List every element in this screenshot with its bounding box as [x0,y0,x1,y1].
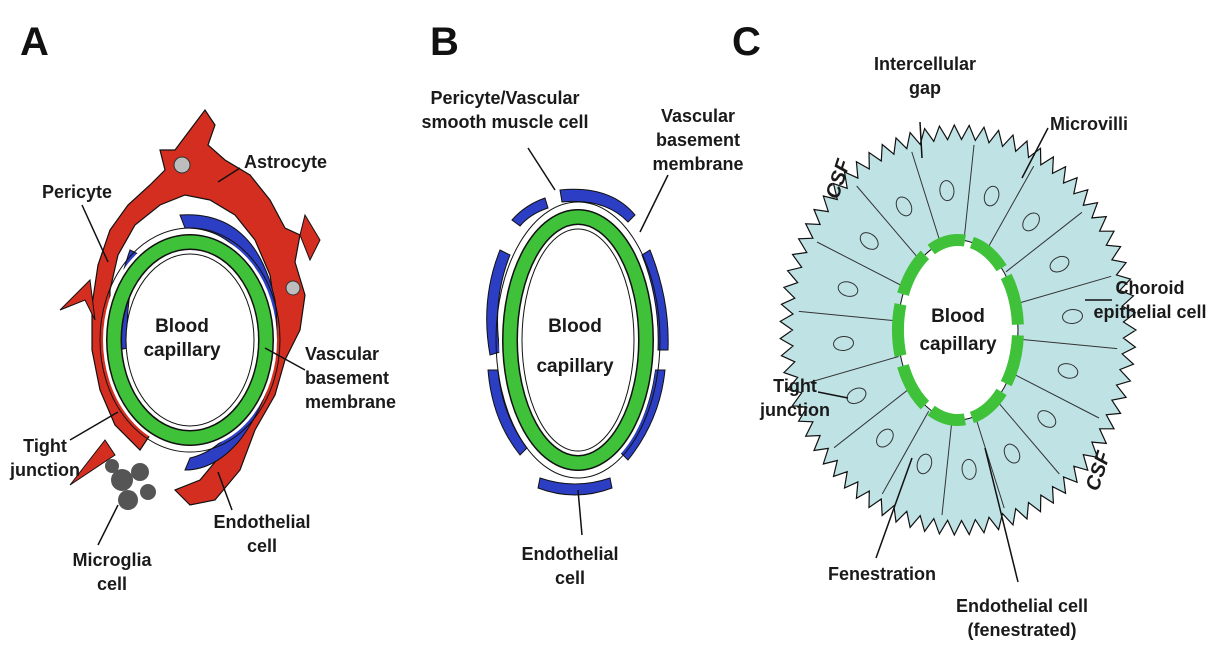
panel-a-center-line1: Blood [155,316,209,337]
panel-a-letter: A [20,20,49,64]
label-choroid-2: epithelial cell [1093,302,1206,322]
label-vascular-b-1: Vascular [661,106,735,126]
label-vascular-a-1: Vascular [305,344,379,364]
panel-b-letter: B [430,20,459,64]
panel-b: B Blood capillary Pericyte/Vascular smoo… [421,20,743,588]
label-pericyte-a: Pericyte [42,182,112,202]
label-endothelial-b-2: cell [555,568,585,588]
label-microglia-2: cell [97,574,127,594]
microglia-shape [105,459,156,510]
label-tight-a-2: junction [9,460,80,480]
label-endothelial-b-1: Endothelial [521,544,618,564]
label-intercellular-2: gap [909,78,941,98]
label-vascular-a-2: basement [305,368,389,388]
panel-a: A [9,20,396,594]
label-pericyte-vsmc-1: Pericyte/Vascular [430,88,579,108]
label-vascular-a-3: membrane [305,392,396,412]
label-tight-a-1: Tight [23,436,67,456]
label-microglia-1: Microglia [72,550,152,570]
panel-b-center-line1: Blood [548,316,602,337]
label-pericyte-vsmc-2: smooth muscle cell [421,112,588,132]
label-intercellular-1: Intercellular [874,54,976,74]
label-endothelial-a-1: Endothelial [213,512,310,532]
label-microvilli: Microvilli [1050,114,1128,134]
panel-c-center-line2: capillary [919,334,997,355]
panel-c-center-line1: Blood [931,306,985,327]
label-choroid-1: Choroid [1116,278,1185,298]
label-endothelial-c-1: Endothelial cell [956,596,1088,616]
label-endothelial-c-2: (fenestrated) [967,620,1076,640]
panel-c: C Blood capillary Intercellular gap Micr… [732,20,1207,640]
label-vascular-b-3: membrane [652,154,743,174]
panel-a-center-line2: capillary [143,340,221,361]
label-vascular-b-2: basement [656,130,740,150]
endothelial-segment [898,304,900,355]
label-astrocyte: Astrocyte [244,152,327,172]
label-fenestration: Fenestration [828,564,936,584]
panel-b-center-line2: capillary [536,356,614,377]
label-endothelial-a-2: cell [247,536,277,556]
panel-c-letter: C [732,20,761,64]
endothelium-ring-b [510,217,646,463]
label-tight-c-1: Tight [773,376,817,396]
label-tight-c-2: junction [759,400,830,420]
